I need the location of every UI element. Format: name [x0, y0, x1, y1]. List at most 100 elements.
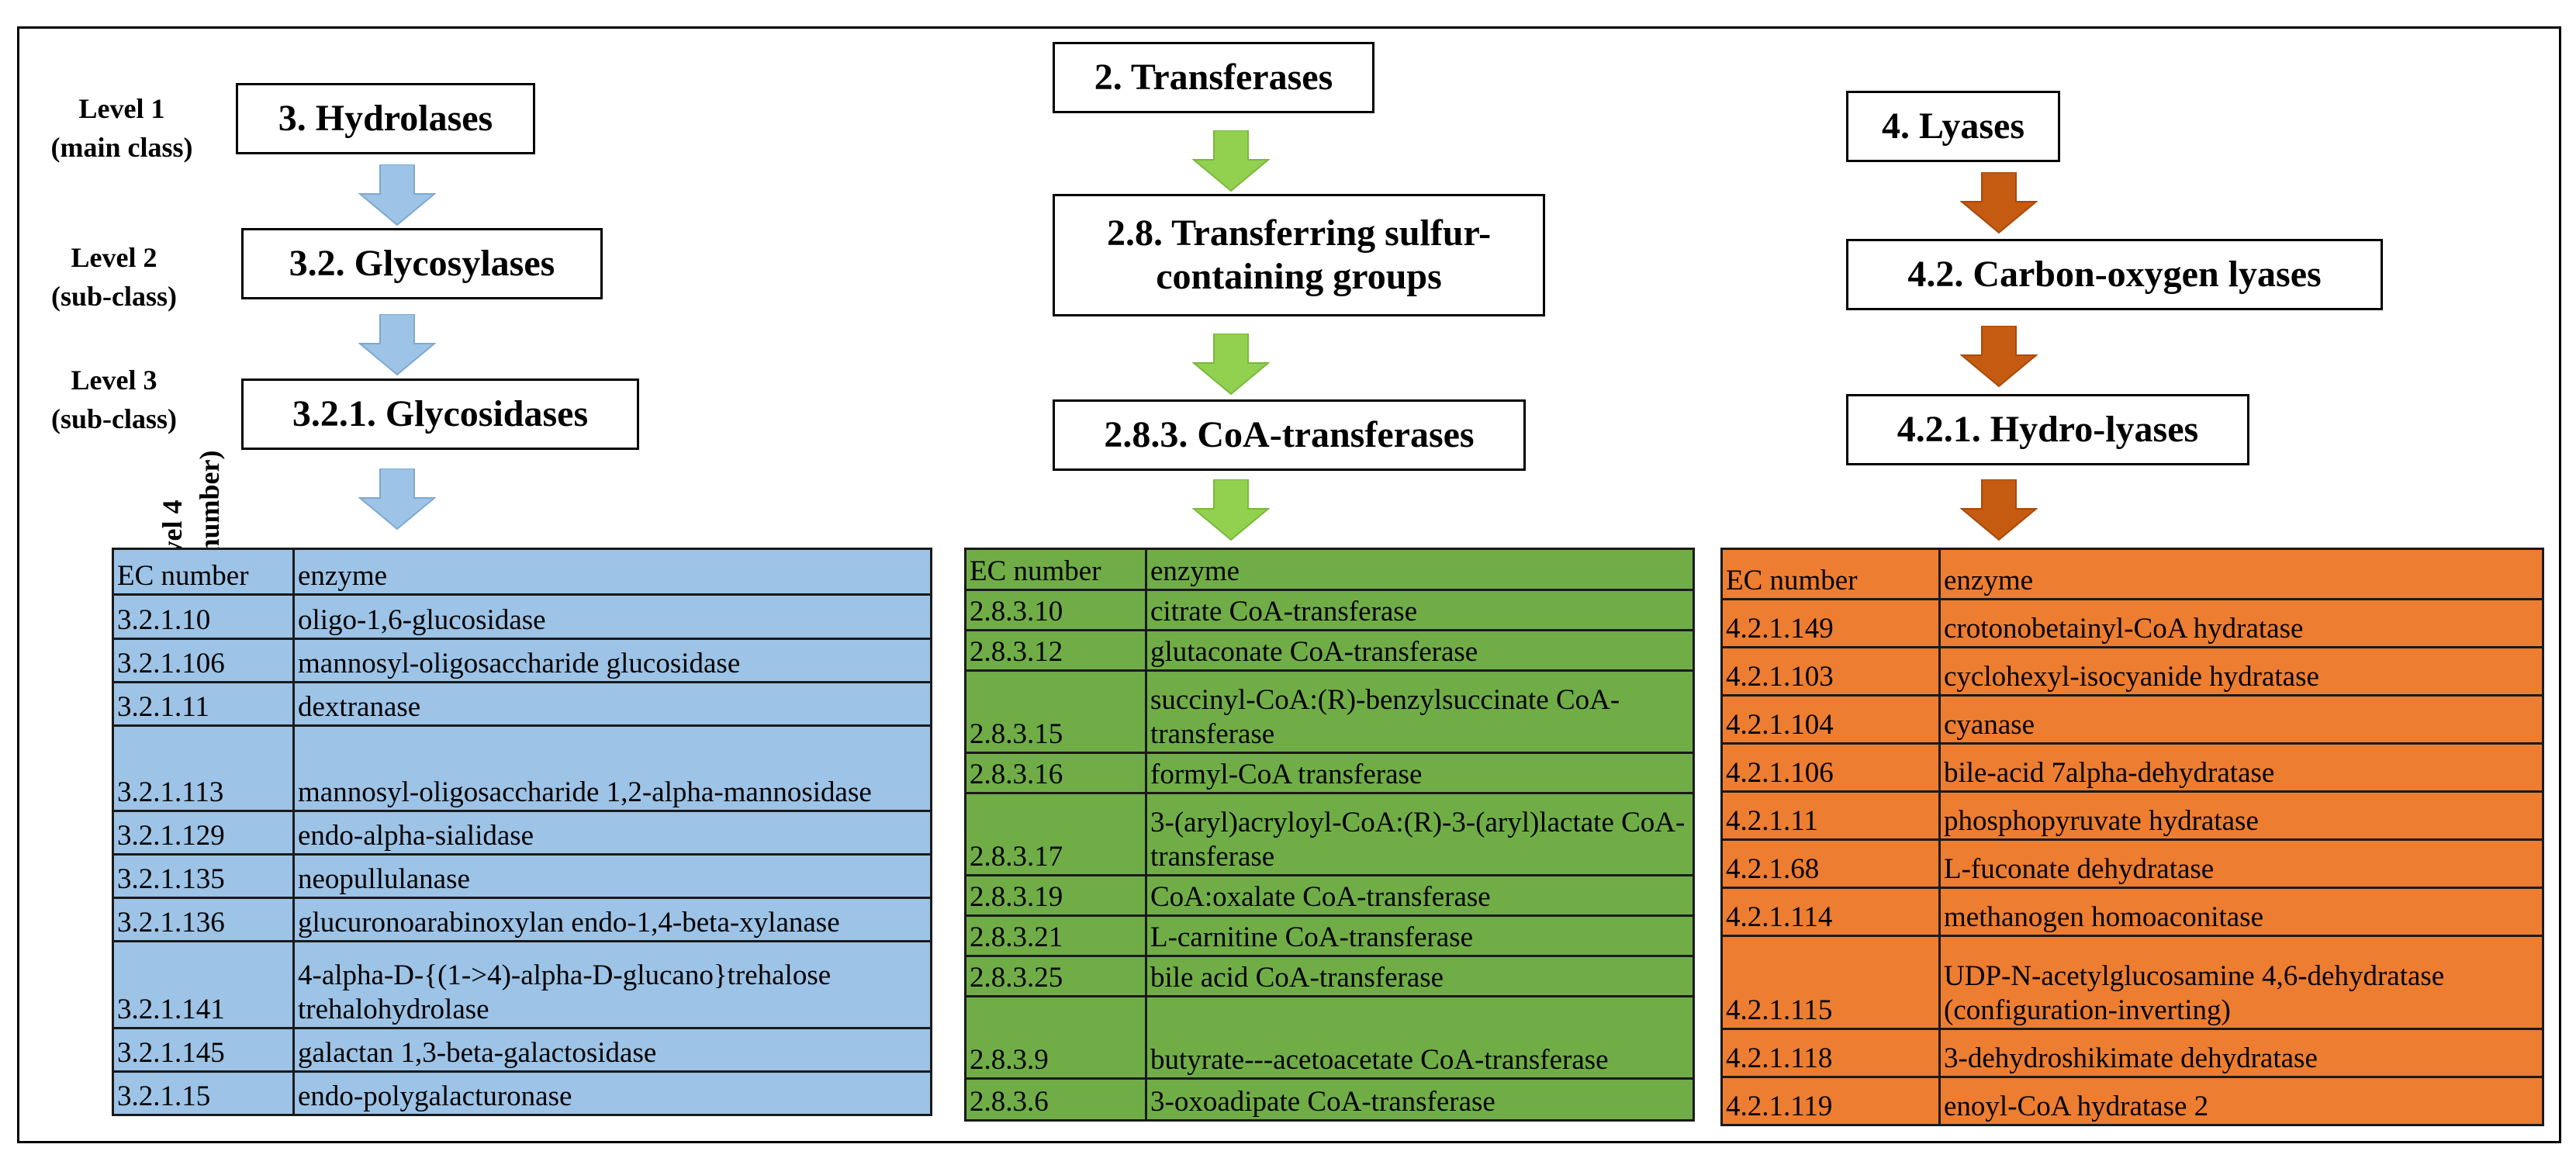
enzyme-cell: crotonobetainyl-CoA hydratase — [1938, 598, 2544, 648]
ec-number-cell: 4.2.1.103 — [1720, 646, 1941, 697]
down-arrow-icon — [358, 468, 436, 531]
ec-number-cell: 4.2.1.114 — [1720, 887, 1941, 937]
ec-number-cell: 3.2.1.106 — [112, 638, 295, 683]
ec-number-cell: 3.2.1.15 — [112, 1070, 295, 1116]
ec-number-header: EC number — [964, 548, 1147, 591]
down-arrow-icon — [358, 164, 436, 226]
ec-number-cell: 4.2.1.11 — [1720, 790, 1941, 841]
ec-number-cell: 4.2.1.104 — [1720, 694, 1941, 745]
ec-number-cell: 2.8.3.19 — [964, 874, 1147, 917]
enzyme-cell: 4-alpha-D-{(1->4)-alpha-D-glucano}trehal… — [292, 940, 932, 1029]
enzyme-cell: 3-oxoadipate CoA-transferase — [1145, 1077, 1695, 1122]
ec-number-header: EC number — [112, 548, 295, 596]
ec-number-cell: 2.8.3.9 — [964, 995, 1147, 1080]
enzyme-cell: CoA:oxalate CoA-transferase — [1145, 874, 1695, 917]
enzyme-cell: galactan 1,3-beta-galactosidase — [292, 1027, 932, 1073]
enzyme-cell: citrate CoA-transferase — [1145, 589, 1695, 631]
enzyme-cell: neopullulanase — [292, 853, 932, 899]
enzyme-cell: L-carnitine CoA-transferase — [1145, 914, 1695, 957]
hydrolases-box: 3. Hydrolases — [236, 83, 535, 154]
level-2-label: Level 2(sub-class) — [50, 242, 178, 312]
enzyme-header: enzyme — [1938, 548, 2544, 600]
glycosidases-box: 3.2.1. Glycosidases — [241, 379, 639, 450]
enzyme-cell: formyl-CoA transferase — [1145, 752, 1695, 794]
enzyme-cell: bile-acid 7alpha-dehydratase — [1938, 742, 2544, 793]
down-arrow-icon — [1192, 334, 1270, 396]
level-3-label: Level 3(sub-class) — [50, 365, 178, 434]
down-arrow-icon — [1960, 326, 2038, 388]
ec-number-cell: 4.2.1.119 — [1720, 1076, 1941, 1126]
ec-number-cell: 2.8.3.17 — [964, 792, 1147, 876]
down-arrow-icon — [1960, 172, 2038, 234]
enzyme-cell: bile acid CoA-transferase — [1145, 955, 1695, 997]
enzyme-cell: dextranase — [292, 681, 932, 727]
enzyme-cell: oligo-1,6-glucosidase — [292, 593, 932, 640]
ec-number-header: EC number — [1720, 548, 1941, 600]
ec-number-cell: 3.2.1.145 — [112, 1027, 295, 1073]
enzyme-cell: methanogen homoaconitase — [1938, 887, 2544, 937]
enzyme-cell: butyrate---acetoacetate CoA-transferase — [1145, 995, 1695, 1080]
enzyme-cell: 3-(aryl)acryloyl-CoA:(R)-3-(aryl)lactate… — [1145, 792, 1695, 876]
ec-number-cell: 2.8.3.25 — [964, 955, 1147, 997]
enzyme-cell: cyanase — [1938, 694, 2544, 745]
level-1-label: Level 1(main class) — [50, 93, 193, 163]
enzyme-cell: UDP-N-acetylglucosamine 4,6-dehydratase … — [1938, 935, 2544, 1030]
enzyme-cell: glucuronoarabinoxylan endo-1,4-beta-xyla… — [292, 897, 932, 942]
hydro-lyases-box: 4.2.1. Hydro-lyases — [1846, 394, 2249, 465]
enzyme-cell: enoyl-CoA hydratase 2 — [1938, 1076, 2544, 1126]
ec-number-cell: 3.2.1.113 — [112, 724, 295, 812]
carbon-oxygen-lyases-box: 4.2. Carbon-oxygen lyases — [1846, 239, 2383, 310]
enzyme-cell: mannosyl-oligosaccharide glucosidase — [292, 638, 932, 683]
ec-number-cell: 4.2.1.106 — [1720, 742, 1941, 793]
table-header-row: EC number enzyme — [964, 548, 1695, 591]
down-arrow-icon — [358, 314, 436, 376]
enzyme-cell: mannosyl-oligosaccharide 1,2-alpha-manno… — [292, 724, 932, 812]
down-arrow-icon — [1960, 479, 2038, 541]
table-header-row: EC number enzyme — [112, 548, 932, 596]
ec-number-cell: 2.8.3.15 — [964, 669, 1147, 754]
enzyme-header: enzyme — [1145, 548, 1695, 591]
table-header-row: EC number enzyme — [1720, 548, 2544, 600]
ec-number-cell: 4.2.1.118 — [1720, 1028, 1941, 1078]
enzyme-cell: phosphopyruvate hydratase — [1938, 790, 2544, 841]
enzyme-cell: succinyl-CoA:(R)-benzylsuccinate CoA-tra… — [1145, 669, 1695, 754]
diagram-frame — [17, 26, 2561, 1143]
ec-number-cell: 3.2.1.141 — [112, 940, 295, 1029]
down-arrow-icon — [1192, 479, 1270, 541]
coa-transferases-box: 2.8.3. CoA-transferases — [1053, 399, 1526, 471]
transferases-box: 2. Transferases — [1053, 42, 1374, 113]
ec-number-cell: 3.2.1.11 — [112, 681, 295, 727]
ec-number-cell: 4.2.1.149 — [1720, 598, 1941, 648]
enzyme-cell: 3-dehydroshikimate dehydratase — [1938, 1028, 2544, 1078]
ec-number-cell: 2.8.3.16 — [964, 752, 1147, 794]
enzyme-cell: L-fuconate dehydratase — [1938, 838, 2544, 889]
enzyme-header: enzyme — [292, 548, 932, 596]
transferring-sulfur-box: 2.8. Transferring sulfur-containing grou… — [1053, 194, 1545, 316]
ec-number-cell: 4.2.1.115 — [1720, 935, 1941, 1030]
